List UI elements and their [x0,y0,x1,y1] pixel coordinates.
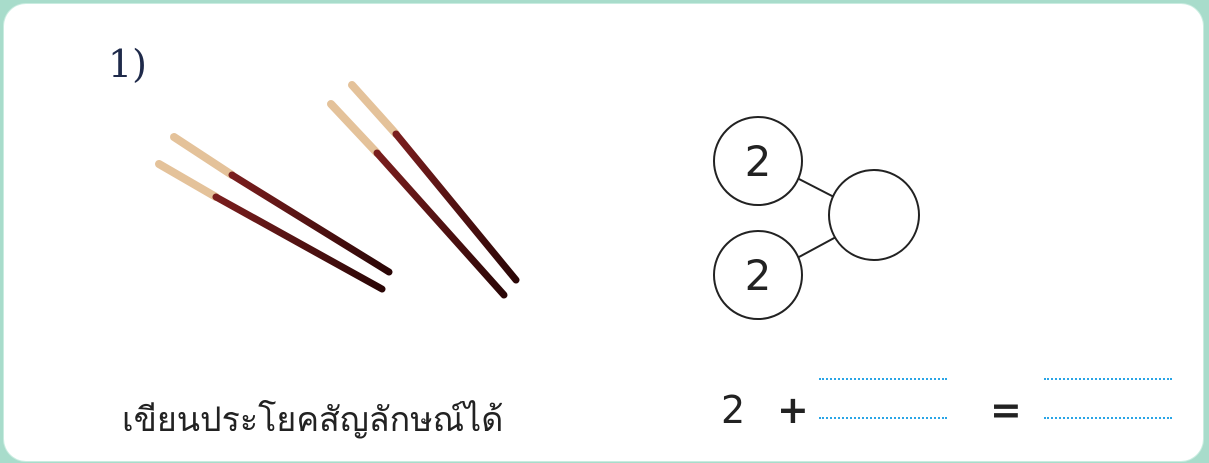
bond-whole-answer[interactable] [829,170,919,260]
bond-part-top: 2 [744,136,772,186]
prompt-text: เขียนประโยคสัญลักษณ์ได้ [122,400,504,440]
worksheet-card: 1) [4,4,1203,461]
number-bond-diagram [713,116,920,320]
addend-blank-bottom[interactable] [819,417,947,419]
bond-connector-bottom [798,236,837,258]
bond-part-top-circle [713,116,803,206]
equation-first-addend: 2 [721,388,746,432]
bond-part-bottom: 2 [744,250,772,300]
chopstick-pair-1 [155,133,393,293]
equals-sign: = [990,388,1022,432]
addend-blank-top[interactable] [819,378,947,380]
chopstick-pair-2 [327,81,520,299]
question-number: 1) [108,42,148,86]
chopsticks-icon [327,81,520,299]
sum-blank-top[interactable] [1044,378,1172,380]
bond-part-bottom-circle [713,230,803,320]
sum-blank-bottom[interactable] [1044,417,1172,419]
plus-sign: + [777,388,809,432]
bond-connector-top [798,178,835,198]
bond-whole-circle [828,169,920,261]
chopsticks-icon [155,133,393,293]
illustration-area [155,81,920,320]
